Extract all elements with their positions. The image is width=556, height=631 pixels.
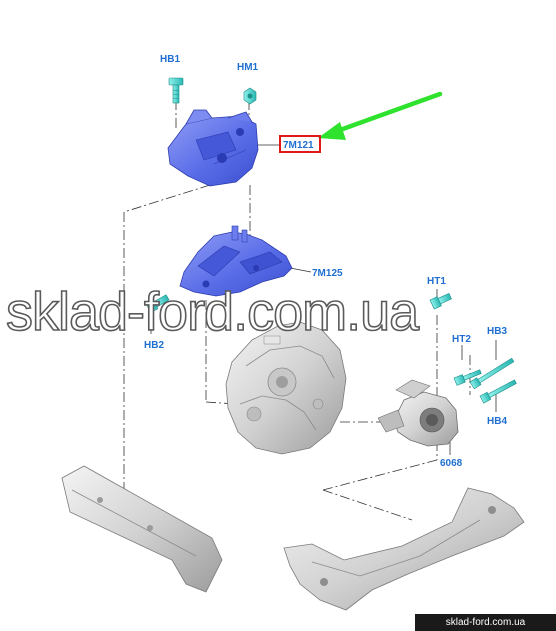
callout-lines (150, 144, 497, 455)
nut-hm1-icon[interactable] (243, 87, 257, 105)
label-ht1[interactable]: HT1 (427, 276, 446, 287)
selected-part-highlight (279, 135, 321, 153)
bolt-hb3-icon[interactable] (469, 357, 515, 390)
transmission-housing (225, 321, 347, 455)
frame-rail (61, 465, 223, 593)
bolt-hb4-icon[interactable] (479, 378, 517, 404)
label-hb3[interactable]: HB3 (487, 326, 507, 337)
engine-mount-6068[interactable] (377, 379, 459, 447)
bracket-7m125[interactable] (179, 225, 293, 297)
bracket-7m121[interactable] (167, 109, 259, 187)
bolt-hb1-icon[interactable] (168, 77, 184, 104)
stud-ht2-icon[interactable] (453, 368, 482, 386)
label-hb2[interactable]: HB2 (144, 340, 164, 351)
footer-site-label: sklad-ford.com.ua (415, 614, 556, 631)
label-hm1[interactable]: HM1 (237, 62, 259, 73)
watermark-text: sklad-ford.com.ua (6, 282, 420, 342)
pointer-arrow-icon (318, 91, 443, 140)
label-hb1[interactable]: HB1 (160, 54, 180, 65)
label-ht2[interactable]: HT2 (452, 334, 471, 345)
label-6068[interactable]: 6068 (440, 458, 463, 469)
label-hb4[interactable]: HB4 (487, 416, 507, 427)
subframe (283, 487, 525, 611)
bolt-ht1-icon[interactable] (429, 292, 452, 310)
label-7m125[interactable]: 7M125 (312, 268, 343, 279)
bolt-hb2-icon[interactable] (146, 293, 170, 313)
label-7m121[interactable]: 7M121 (283, 140, 314, 151)
